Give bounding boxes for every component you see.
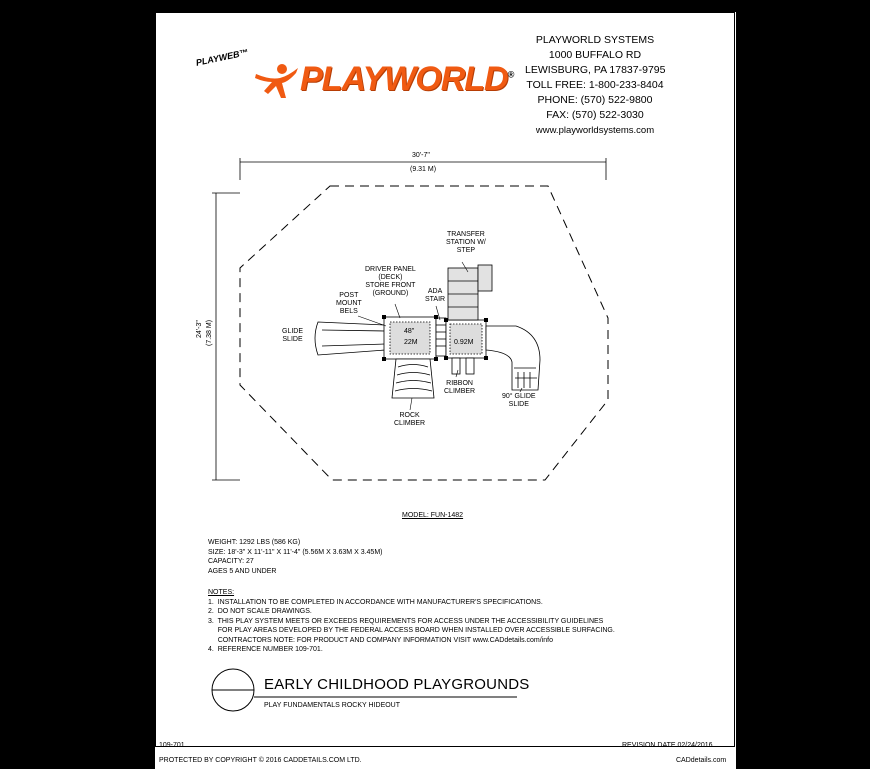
notes-block: NOTES: 1. INSTALLATION TO BE COMPLETED I… — [208, 588, 615, 655]
company-website: www.playworldsystems.com — [535, 125, 655, 136]
dimension-lines — [212, 158, 607, 481]
specifications: WEIGHT: 1292 LBS (586 KG) SIZE: 18'-3" X… — [208, 538, 382, 576]
company-line: LEWISBURG, PA 17837-9795 — [525, 64, 666, 76]
glide-slide-right — [485, 325, 541, 391]
title-block-title: EARLY CHILDHOOD PLAYGROUNDS — [264, 676, 530, 693]
spec-line: WEIGHT: 1292 LBS (586 KG) — [208, 539, 301, 546]
company-address-block: PLAYWORLD SYSTEMS 1000 BUFFALO RD LEWISB… — [525, 33, 665, 138]
company-line: TOLL FREE: 1-800-233-8404 — [526, 79, 664, 91]
notes-header: NOTES: — [208, 589, 235, 596]
deck-left — [383, 316, 437, 360]
note-line: 1. INSTALLATION TO BE COMPLETED IN ACCOR… — [208, 598, 543, 606]
revision-date: REVISION DATE 02/24/2016 — [622, 742, 713, 749]
title-block-symbol — [211, 668, 517, 712]
label-driver-panel: DRIVER PANEL(DECK)STORE FRONT(GROUND) — [365, 266, 416, 297]
caddetails-site: CADdetails.com — [676, 757, 727, 764]
copyright: PROTECTED BY COPYRIGHT © 2016 CADDETAILS… — [159, 757, 362, 764]
height-dimension: 24'-3" — [196, 320, 203, 338]
ada-stair — [435, 317, 447, 357]
width-dimension-metric: (9.31 M) — [410, 166, 437, 173]
model-number: MODEL: FUN-1482 — [402, 512, 464, 519]
note-line: FOR PLAY AREAS DEVELOPED BY THE FEDERAL … — [208, 627, 615, 634]
company-line: PHONE: (570) 522-9800 — [537, 94, 653, 106]
spec-line: CAPACITY: 27 — [208, 558, 254, 565]
label-deck-height-092m: 0.92M — [454, 339, 474, 346]
width-dimension: 30'-7" — [412, 152, 430, 159]
height-dimension-metric: (7.38 M) — [206, 319, 213, 346]
rock-climber — [391, 358, 435, 399]
note-line: CONTRACTORS NOTE: FOR PRODUCT AND COMPAN… — [208, 636, 553, 644]
transfer-station — [447, 264, 493, 321]
company-line: FAX: (570) 522-3030 — [546, 109, 644, 121]
playworld-logo: PLAYWORLD® — [300, 60, 514, 98]
title-block-subtitle: PLAY FUNDAMENTALS ROCKY HIDEOUT — [264, 702, 401, 709]
drawing-reference: 109-701 — [159, 742, 185, 749]
ribbon-climber — [451, 357, 475, 375]
label-deck-height-48: 48" — [404, 328, 415, 335]
drawing-sheet — [155, 12, 736, 769]
label-deck-height-22m: 22M — [404, 339, 418, 346]
drawing-border — [155, 12, 735, 747]
spec-line: SIZE: 18'-3" X 11'-11" X 11'-4" (5.56M X… — [208, 548, 383, 556]
spec-line: AGES 5 AND UNDER — [208, 567, 277, 575]
company-line: PLAYWORLD SYSTEMS — [535, 34, 655, 46]
use-zone-boundary — [239, 185, 609, 481]
note-line: 4. REFERENCE NUMBER 109-701. — [208, 646, 323, 653]
glide-slide-left — [314, 321, 386, 356]
leader-lines — [357, 261, 523, 411]
note-line: 3. THIS PLAY SYSTEM MEETS OR EXCEEDS REQ… — [208, 617, 604, 625]
playworld-figure-icon — [255, 64, 298, 98]
post-markers — [382, 315, 488, 361]
deck-right — [445, 319, 487, 359]
note-line: 2. DO NOT SCALE DRAWINGS. — [208, 608, 312, 615]
company-line: 1000 BUFFALO RD — [548, 49, 642, 61]
